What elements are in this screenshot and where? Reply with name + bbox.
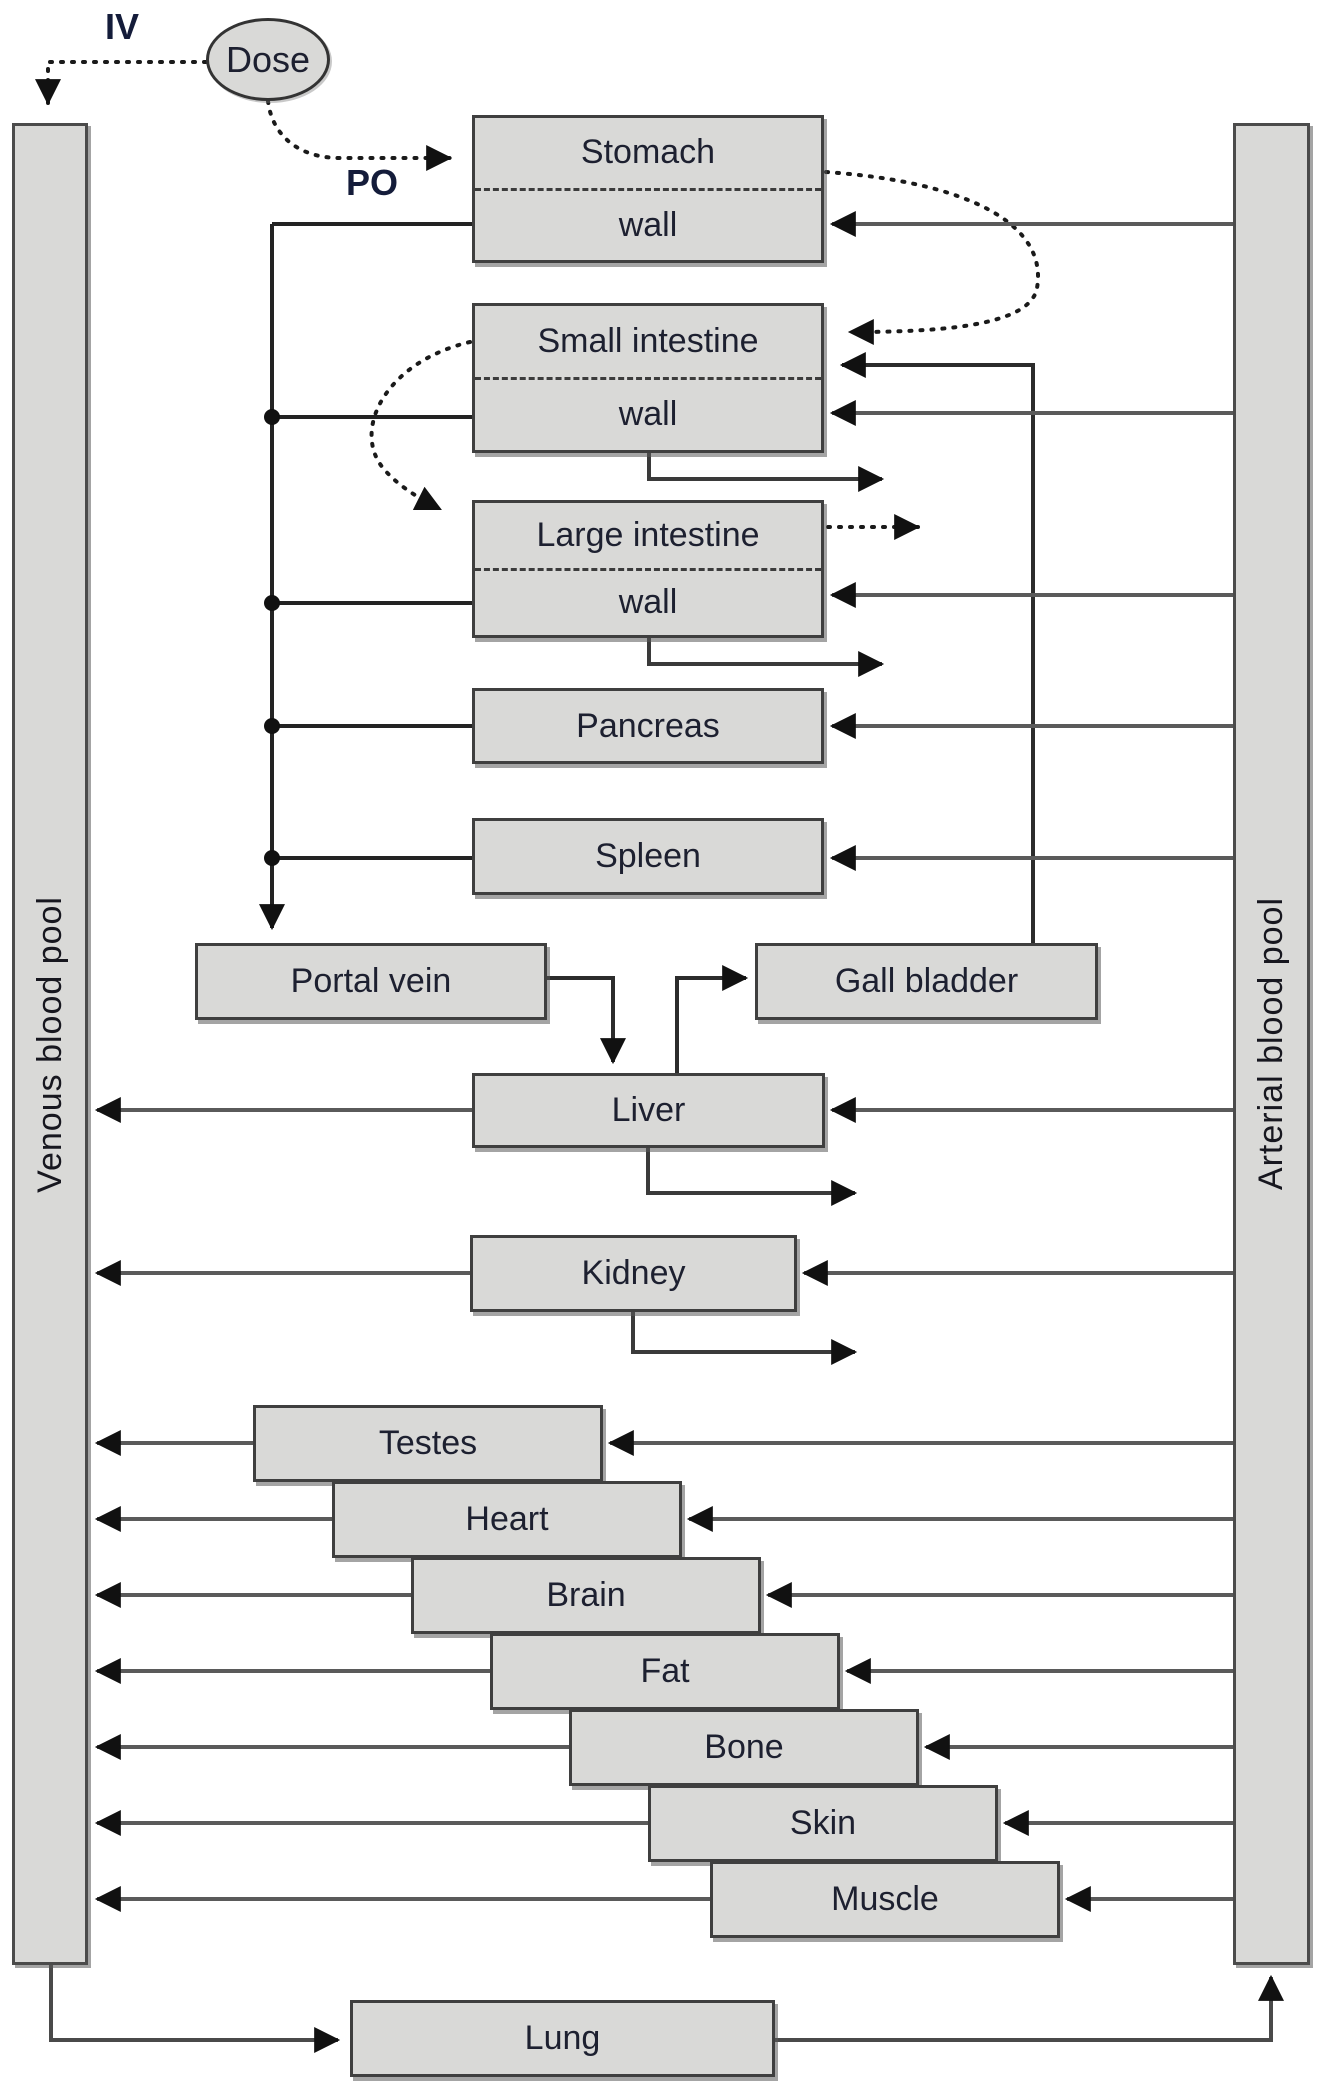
kidney-output-arrow (631, 1312, 858, 1365)
dose-node: Dose (206, 18, 330, 101)
stomach-to-small-intestine-arrow (824, 170, 1041, 345)
compartment-lung-label: Lung (524, 2019, 601, 2057)
compartment-brain: Brain (411, 1557, 761, 1634)
compartment-muscle: Muscle (710, 1861, 1060, 1938)
junction-dot (264, 595, 280, 611)
compartment-stomach: Stomach wall (472, 115, 824, 263)
compartment-gall-bladder: Gall bladder (755, 943, 1098, 1020)
compartment-liver: Liver (472, 1073, 825, 1148)
compartment-portal-vein: Portal vein (195, 943, 547, 1020)
po-route-label: PO (346, 162, 399, 203)
compartment-bone: Bone (569, 1709, 919, 1786)
compartment-large-intestine: Large intestine wall (472, 500, 824, 638)
compartment-pancreas-label: Pancreas (576, 706, 720, 745)
compartment-skin: Skin (648, 1785, 998, 1862)
compartment-stomach-wall-label: wall (618, 205, 678, 244)
compartment-spleen-label: Spleen (595, 837, 701, 875)
po-route-arrow (266, 99, 453, 171)
compartment-spleen: Spleen (472, 818, 824, 895)
junction-dot (264, 409, 280, 425)
liver-to-gall-bladder-arrow (675, 965, 749, 1073)
junction-dot (264, 850, 280, 866)
compartment-testes-label: Testes (378, 1424, 478, 1462)
junction-dot (264, 718, 280, 734)
iv-route-arrow (35, 60, 208, 106)
large-intestine-output-arrow (647, 637, 885, 677)
compartment-pancreas: Pancreas (472, 688, 824, 764)
compartment-bone-label: Bone (704, 1728, 784, 1766)
compartment-fat: Fat (490, 1633, 840, 1710)
arterial-blood-pool-label: Arterial blood pool (1252, 897, 1290, 1191)
iv-route-label: IV (105, 6, 140, 47)
compartment-liver-label: Liver (611, 1091, 686, 1129)
compartment-heart: Heart (332, 1481, 682, 1558)
venous-to-lung-arrow (49, 1965, 341, 2053)
compartment-heart-label: Heart (465, 1500, 549, 1538)
small-intestine-output-arrow (647, 452, 885, 492)
compartment-muscle-label: Muscle (831, 1880, 939, 1918)
gall-bladder-to-small-intestine-arrow (839, 352, 1035, 943)
venous-blood-pool-label: Venous blood pool (30, 895, 69, 1193)
portal-vein-to-liver-arrow (547, 976, 626, 1065)
compartment-kidney-label: Kidney (581, 1254, 686, 1292)
compartment-skin-label: Skin (789, 1804, 857, 1842)
compartment-portal-vein-label: Portal vein (290, 962, 452, 1000)
lung-to-arterial-arrow (775, 1974, 1284, 2042)
compartment-lung: Lung (350, 2000, 775, 2077)
compartment-small-intestine-lumen-label: Small intestine (475, 306, 821, 380)
compartment-fat-label: Fat (640, 1652, 690, 1690)
compartment-brain-label: Brain (546, 1576, 626, 1614)
compartment-stomach-lumen-label: Stomach (475, 118, 821, 191)
small-intestine-to-large-intestine-arrow (369, 340, 472, 511)
arterial-blood-pool: Arterial blood pool (1233, 123, 1310, 1965)
compartment-large-intestine-lumen-label: Large intestine (475, 503, 821, 571)
liver-output-arrow (646, 1148, 858, 1206)
compartment-gall-bladder-label: Gall bladder (834, 962, 1019, 1000)
compartment-small-intestine: Small intestine wall (472, 303, 824, 453)
dose-label: Dose (225, 38, 311, 80)
compartment-testes: Testes (253, 1405, 603, 1482)
compartment-kidney: Kidney (470, 1235, 797, 1312)
compartment-large-intestine-wall-label: wall (618, 583, 678, 622)
venous-blood-pool: Venous blood pool (12, 123, 88, 1965)
compartment-small-intestine-wall-label: wall (618, 395, 678, 434)
